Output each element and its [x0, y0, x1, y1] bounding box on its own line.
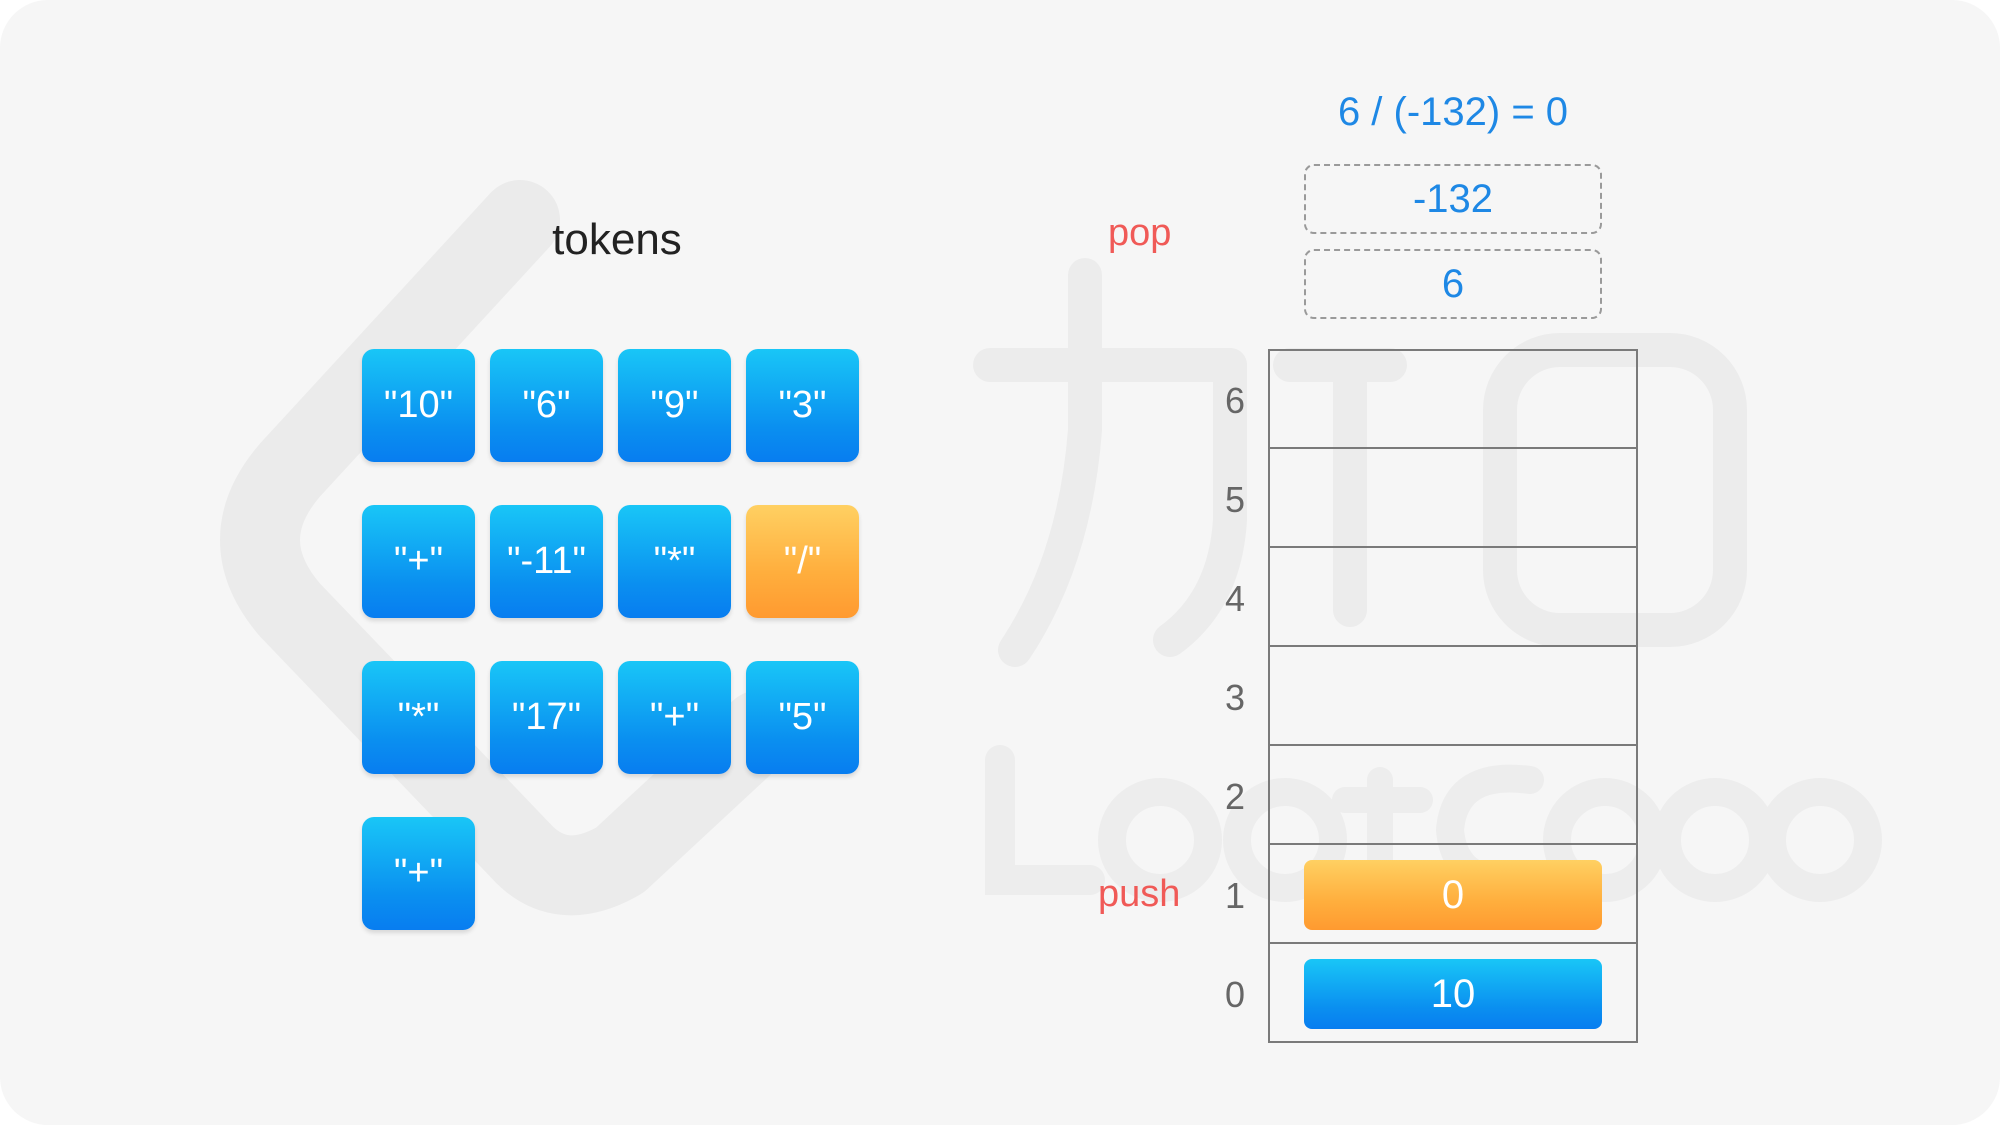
pop-label: pop [1108, 212, 1172, 254]
token-8: "*" [362, 661, 475, 774]
token-7-current: "/" [746, 505, 859, 618]
stack-item-0: 10 [1304, 959, 1602, 1029]
token-1: "6" [490, 349, 603, 462]
stack-index-0: 0 [1224, 974, 1246, 1015]
stack-item-1-pushed: 0 [1304, 860, 1602, 930]
popped-value-top: -132 [1304, 164, 1602, 234]
token-4: "+" [362, 505, 475, 618]
token-3: "3" [746, 349, 859, 462]
token-6: "*" [618, 505, 731, 618]
token-11: "5" [746, 661, 859, 774]
token-10: "+" [618, 661, 731, 774]
stack-divider [1268, 447, 1638, 449]
stack-divider [1268, 546, 1638, 548]
stack-index-3: 3 [1224, 677, 1246, 718]
stack-index-4: 4 [1224, 578, 1246, 619]
token-2: "9" [618, 349, 731, 462]
token-0: "10" [362, 349, 475, 462]
tokens-title: tokens [552, 215, 682, 264]
stack-divider [1268, 942, 1638, 944]
token-5: "-11" [490, 505, 603, 618]
stack-container [1268, 349, 1638, 1043]
stack-index-2: 2 [1224, 776, 1246, 817]
push-label: push [1098, 873, 1181, 915]
stack-index-5: 5 [1224, 479, 1246, 520]
stack-index-1: 1 [1224, 875, 1246, 916]
token-12: "+" [362, 817, 475, 930]
stack-divider [1268, 744, 1638, 746]
popped-value-second: 6 [1304, 249, 1602, 319]
token-9: "17" [490, 661, 603, 774]
stack-divider [1268, 843, 1638, 845]
stack-index-6: 6 [1224, 380, 1246, 421]
operation-expression: 6 / (-132) = 0 [1337, 90, 1569, 134]
stack-divider [1268, 645, 1638, 647]
